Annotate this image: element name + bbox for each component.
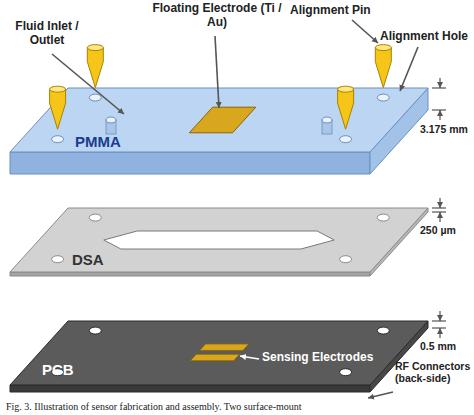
dimension-tick	[432, 212, 446, 213]
leader-line	[368, 392, 393, 398]
part-label: Floating Electrode (Ti / Au)	[142, 2, 292, 30]
alignment-pin	[87, 48, 103, 88]
alignment-hole	[89, 327, 101, 334]
alignment-hole	[377, 327, 389, 334]
dimension-tick	[432, 328, 446, 329]
alignment-hole	[340, 256, 352, 263]
dsa-layer	[10, 208, 428, 272]
fluid-port	[322, 117, 332, 123]
dimension-arrow	[440, 110, 441, 120]
sensing-electrode	[190, 354, 239, 360]
leader-line	[52, 54, 124, 114]
alignment-pin	[375, 48, 391, 88]
dimension-arrow	[440, 78, 441, 88]
leader-line	[352, 20, 378, 43]
dimension-label: 3.175 mm	[420, 123, 468, 135]
dimension-tick	[432, 208, 446, 209]
leader-line	[215, 36, 219, 108]
alignment-hole	[89, 94, 101, 101]
dimension-arrow	[440, 328, 441, 338]
dimension-label: 0.5 mm	[420, 340, 456, 352]
part-label: Sensing Electrodes	[262, 351, 373, 365]
alignment-hole	[340, 136, 352, 143]
alignment-hole	[377, 94, 389, 101]
layer-name: PMMA	[75, 133, 121, 150]
part-label: RF Connectors (back-side)	[395, 360, 471, 384]
figure-caption: Fig. 3. Illustration of sensor fabricati…	[6, 401, 302, 412]
dimension-arrow	[440, 311, 441, 321]
alignment-pin	[50, 89, 66, 129]
alignment-pin	[87, 45, 103, 51]
dimension-tick	[432, 321, 446, 322]
alignment-hole	[340, 369, 352, 376]
alignment-pin	[375, 45, 391, 51]
dimension-tick	[432, 88, 446, 89]
alignment-pin	[338, 89, 354, 129]
dsa-layer-edge	[10, 272, 370, 276]
dimension-tick	[432, 110, 446, 111]
leader-line	[240, 356, 259, 359]
dimension-label: 250 µm	[420, 224, 456, 236]
layer-name: PCB	[42, 361, 74, 378]
part-label: Alignment Hole	[380, 30, 468, 44]
part-label: Fluid Inlet / Outlet	[2, 20, 92, 48]
alignment-hole	[52, 136, 64, 143]
fluid-port	[106, 117, 116, 123]
alignment-hole	[52, 256, 64, 263]
part-label: Alignment Pin	[290, 4, 371, 18]
alignment-hole	[377, 214, 389, 221]
alignment-pin	[50, 86, 66, 92]
dimension-arrow	[440, 212, 441, 222]
leader-line	[400, 47, 418, 91]
pmma-plate-edge	[10, 152, 370, 174]
fluid-channel	[104, 231, 334, 249]
alignment-pin	[338, 86, 354, 92]
pcb-board-edge	[10, 385, 370, 392]
dimension-arrow	[440, 198, 441, 208]
sensing-electrode	[200, 344, 249, 350]
pcb-board	[10, 321, 428, 385]
floating-electrode	[189, 107, 255, 133]
alignment-hole	[89, 214, 101, 221]
layer-name: DSA	[72, 251, 104, 268]
